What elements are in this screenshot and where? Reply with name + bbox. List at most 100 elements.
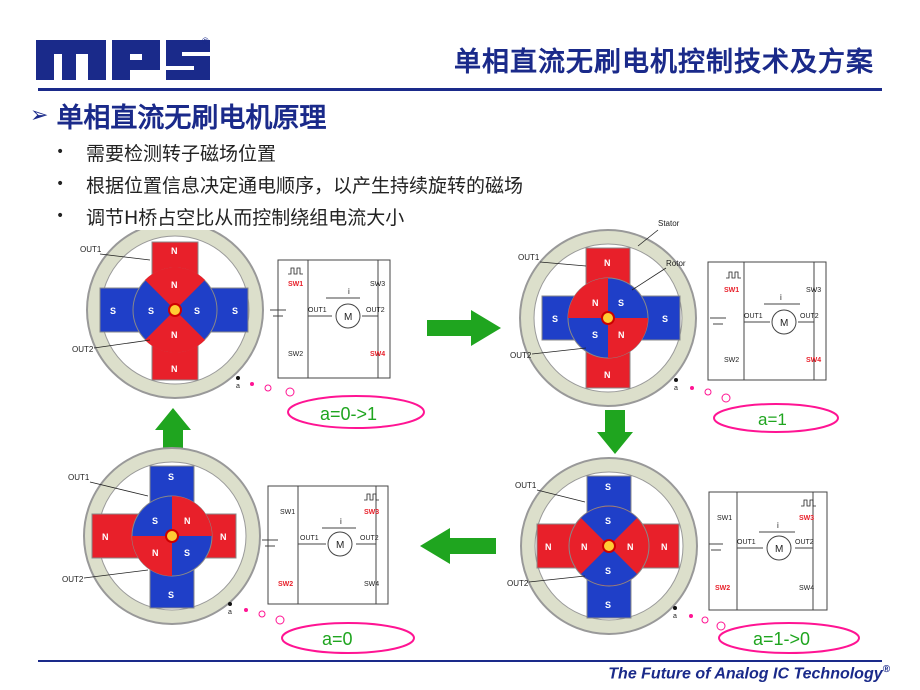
svg-text:N: N bbox=[581, 542, 588, 552]
svg-text:S: S bbox=[662, 314, 668, 324]
svg-text:N: N bbox=[171, 280, 178, 290]
svg-text:a=0: a=0 bbox=[322, 629, 353, 649]
svg-text:SW1: SW1 bbox=[724, 287, 739, 294]
svg-text:OUT1: OUT1 bbox=[308, 307, 327, 314]
svg-text:SW3: SW3 bbox=[806, 287, 821, 294]
arrow-right-icon bbox=[427, 310, 501, 346]
arrow-up-icon bbox=[155, 408, 191, 454]
svg-text:N: N bbox=[661, 542, 668, 552]
motor-panel-bottom-left: S S N N S S N N OUT1 OUT2 M i SW1 SW2 SW… bbox=[62, 447, 415, 654]
svg-text:i: i bbox=[777, 521, 779, 530]
list-item: •调节H桥占空比从而控制绕组电流大小 bbox=[56, 206, 405, 229]
svg-text:N: N bbox=[604, 258, 611, 268]
svg-text:S: S bbox=[605, 482, 611, 492]
svg-text:N: N bbox=[545, 542, 552, 552]
svg-text:a=0->1: a=0->1 bbox=[320, 404, 377, 424]
state-cloud bbox=[713, 403, 839, 433]
svg-text:OUT1: OUT1 bbox=[68, 473, 90, 482]
svg-text:Stator: Stator bbox=[658, 219, 680, 228]
svg-text:S: S bbox=[592, 330, 598, 340]
h-bridge-circuit bbox=[270, 259, 391, 379]
svg-text:SW1: SW1 bbox=[717, 515, 732, 522]
svg-text:S: S bbox=[232, 306, 238, 316]
header-divider bbox=[38, 88, 882, 91]
motor-panel-top-left: N N S S N N S S OUT1 OUT2 M i SW1 SW2 SW… bbox=[72, 230, 425, 429]
svg-text:N: N bbox=[152, 548, 159, 558]
svg-text:SW1: SW1 bbox=[288, 281, 303, 288]
section-heading: ➢ 单相直流无刷电机原理 bbox=[30, 96, 326, 135]
svg-text:SW3: SW3 bbox=[799, 515, 814, 522]
svg-text:a: a bbox=[228, 609, 232, 616]
motor-panel-bottom-right: S S N N S S N N OUT1 OUT2 M i SW1 SW2 SW… bbox=[507, 457, 860, 654]
svg-text:OUT1: OUT1 bbox=[744, 313, 763, 320]
svg-text:OUT2: OUT2 bbox=[360, 535, 379, 542]
svg-text:N: N bbox=[627, 542, 634, 552]
svg-text:M: M bbox=[336, 540, 344, 551]
svg-text:N: N bbox=[592, 298, 599, 308]
svg-text:N: N bbox=[604, 370, 611, 380]
svg-text:N: N bbox=[171, 246, 178, 256]
arrow-down-icon bbox=[597, 410, 633, 454]
svg-text:M: M bbox=[775, 544, 783, 555]
svg-text:N: N bbox=[102, 532, 109, 542]
state-cloud bbox=[287, 395, 425, 429]
registered-mark: ® bbox=[202, 36, 209, 46]
svg-text:S: S bbox=[605, 516, 611, 526]
svg-text:OUT2: OUT2 bbox=[62, 575, 84, 584]
svg-text:SW4: SW4 bbox=[364, 581, 379, 588]
svg-text:OUT2: OUT2 bbox=[800, 313, 819, 320]
svg-text:SW2: SW2 bbox=[288, 351, 303, 358]
svg-text:N: N bbox=[171, 364, 178, 374]
svg-text:a: a bbox=[236, 383, 240, 390]
svg-text:SW2: SW2 bbox=[278, 581, 293, 588]
svg-text:S: S bbox=[552, 314, 558, 324]
bullet-list: •需要检测转子磁场位置 •根据位置信息决定通电顺序，以产生持续旋转的磁场 •调节… bbox=[56, 136, 523, 232]
svg-text:SW3: SW3 bbox=[364, 509, 379, 516]
state-cloud bbox=[718, 622, 860, 654]
svg-text:SW4: SW4 bbox=[806, 357, 821, 364]
svg-text:Rotor: Rotor bbox=[666, 259, 686, 268]
svg-text:OUT1: OUT1 bbox=[737, 539, 756, 546]
chevron-right-icon: ➢ bbox=[30, 103, 49, 128]
svg-text:OUT2: OUT2 bbox=[795, 539, 814, 546]
svg-text:SW2: SW2 bbox=[724, 357, 739, 364]
svg-text:S: S bbox=[168, 472, 174, 482]
svg-text:OUT1: OUT1 bbox=[515, 481, 537, 490]
svg-text:OUT2: OUT2 bbox=[366, 307, 385, 314]
bullet-icon: • bbox=[56, 176, 65, 192]
svg-text:OUT1: OUT1 bbox=[518, 253, 540, 262]
svg-text:S: S bbox=[605, 566, 611, 576]
svg-text:S: S bbox=[184, 548, 190, 558]
svg-text:OUT2: OUT2 bbox=[72, 345, 94, 354]
svg-text:SW4: SW4 bbox=[370, 351, 385, 358]
svg-text:S: S bbox=[194, 306, 200, 316]
svg-text:S: S bbox=[605, 600, 611, 610]
svg-text:N: N bbox=[171, 330, 178, 340]
svg-text:SW4: SW4 bbox=[799, 585, 814, 592]
bullet-icon: • bbox=[56, 144, 65, 160]
svg-text:SW1: SW1 bbox=[280, 509, 295, 516]
state-cloud bbox=[281, 622, 415, 654]
bullet-icon: • bbox=[56, 208, 65, 224]
svg-text:OUT2: OUT2 bbox=[510, 351, 532, 360]
svg-text:a: a bbox=[673, 613, 677, 620]
arrow-left-icon bbox=[420, 528, 496, 564]
svg-text:i: i bbox=[348, 287, 350, 296]
svg-text:i: i bbox=[780, 293, 782, 302]
list-item: •根据位置信息决定通电顺序，以产生持续旋转的磁场 bbox=[56, 174, 524, 197]
svg-text:N: N bbox=[184, 516, 191, 526]
section-heading-text: 单相直流无刷电机原理 bbox=[56, 103, 327, 134]
svg-text:S: S bbox=[110, 306, 116, 316]
svg-text:SW2: SW2 bbox=[715, 585, 730, 592]
svg-text:N: N bbox=[618, 330, 625, 340]
list-item: •需要检测转子磁场位置 bbox=[56, 142, 277, 165]
svg-text:a: a bbox=[674, 385, 678, 392]
svg-text:SW3: SW3 bbox=[370, 281, 385, 288]
svg-text:OUT1: OUT1 bbox=[300, 535, 319, 542]
page-title: 单相直流无刷电机控制技术及方案 bbox=[454, 47, 874, 78]
motor-symbol bbox=[335, 303, 361, 329]
footer-divider bbox=[38, 660, 882, 662]
svg-text:S: S bbox=[618, 298, 624, 308]
svg-text:S: S bbox=[152, 516, 158, 526]
svg-text:N: N bbox=[220, 532, 227, 542]
